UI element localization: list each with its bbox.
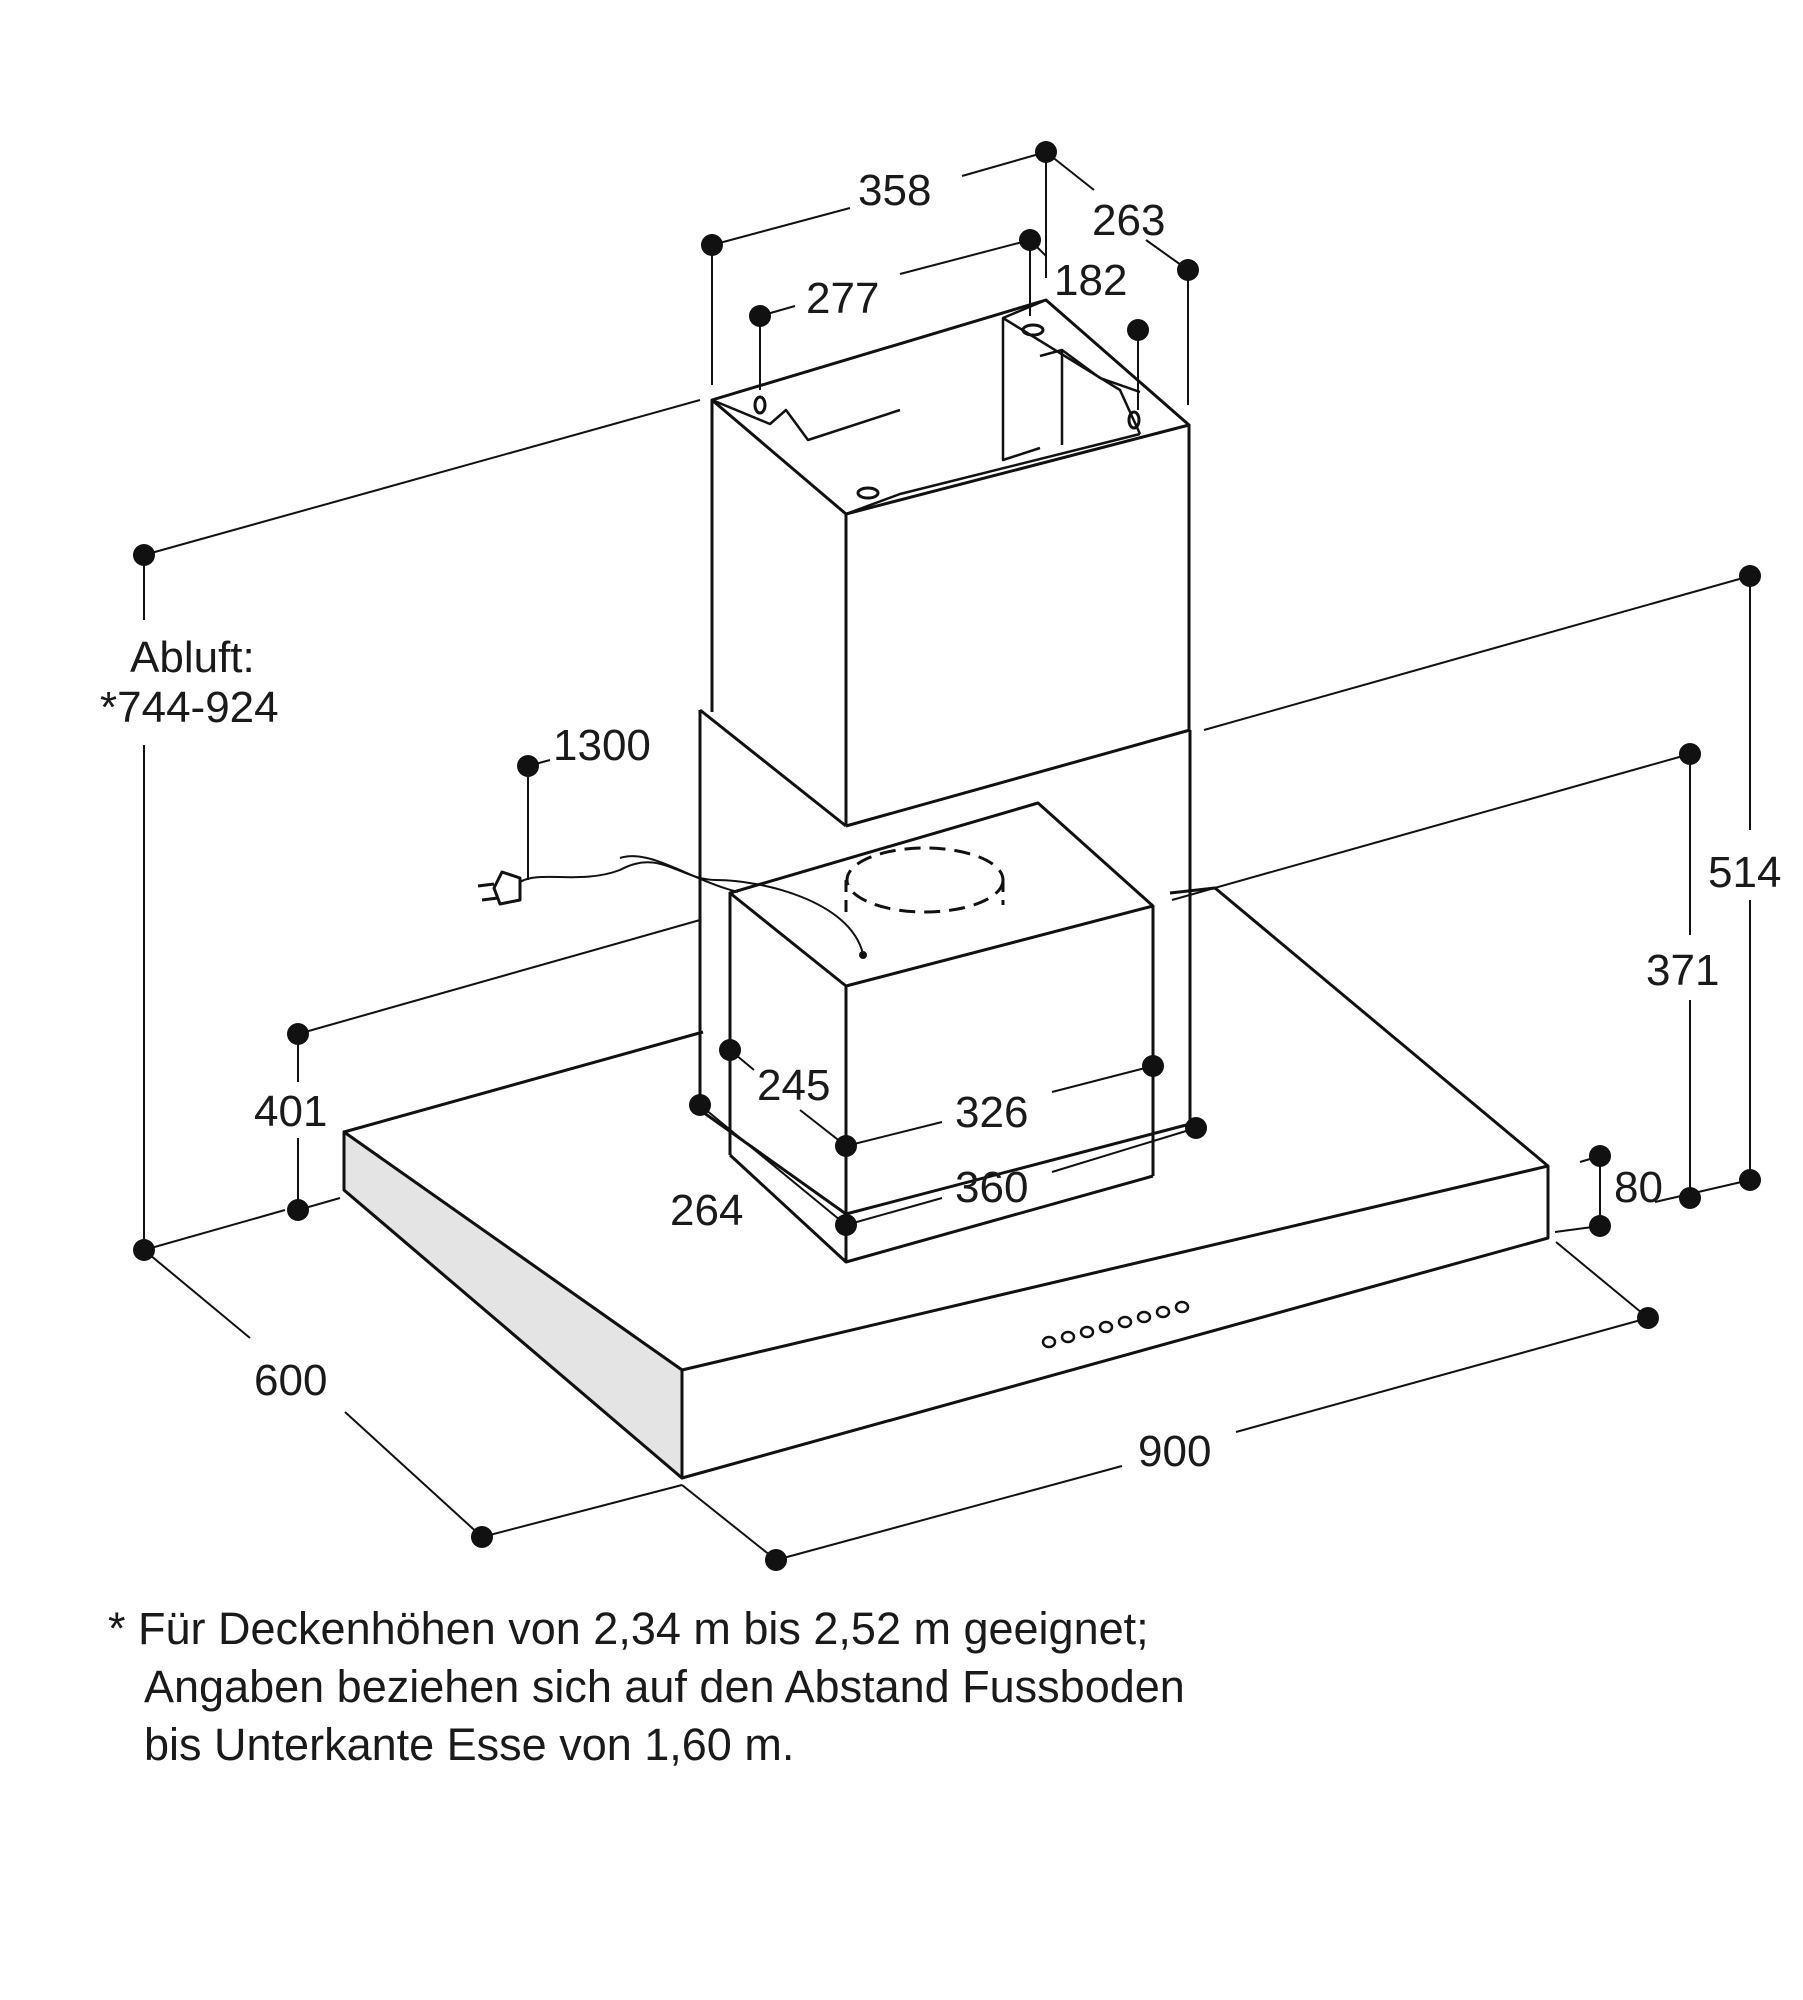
lower-chimney (698, 708, 1192, 1216)
canopy-top-outline (342, 886, 1550, 1372)
label-514: 514 (1708, 848, 1781, 897)
hood-body (342, 298, 1550, 1480)
footnote-line-2: Angaben beziehen sich auf den Abstand Fu… (144, 1661, 1185, 1712)
label-abluft: Abluft: (130, 633, 255, 682)
label-326: 326 (955, 1088, 1028, 1137)
plug-icon (477, 870, 522, 906)
footnote: * Für Deckenhöhen von 2,34 m bis 2,52 m … (108, 1600, 1185, 1774)
label-360: 360 (955, 1163, 1028, 1212)
exhaust-outlet (845, 846, 1005, 914)
label-358: 358 (858, 166, 931, 215)
label-245: 245 (757, 1061, 830, 1110)
power-cable (477, 855, 867, 959)
label-371: 371 (1646, 946, 1719, 995)
label-264: 264 (670, 1186, 743, 1235)
dimension-end-points (133, 141, 1761, 1571)
label-600: 600 (254, 1356, 327, 1405)
label-401: 401 (254, 1087, 327, 1136)
label-263: 263 (1092, 196, 1165, 245)
label-1300: 1300 (553, 721, 651, 770)
label-182: 182 (1054, 256, 1127, 305)
dimension-labels: 358 263 277 182 Abluft: *744-924 1300 51… (100, 166, 1781, 1476)
label-abluft-range: *744-924 (100, 683, 279, 732)
upper-chimney (710, 298, 1191, 826)
footnote-line-1: * Für Deckenhöhen von 2,34 m bis 2,52 m … (108, 1603, 1149, 1654)
control-buttons (1041, 1300, 1190, 1349)
canopy-side-face (342, 1130, 684, 1480)
label-900: 900 (1138, 1427, 1211, 1476)
footnote-line-3: bis Unterkante Esse von 1,60 m. (144, 1719, 795, 1770)
label-80: 80 (1614, 1163, 1663, 1212)
dimension-lines (143, 151, 1751, 1561)
motor-box (728, 801, 1155, 1264)
label-277: 277 (806, 274, 879, 323)
